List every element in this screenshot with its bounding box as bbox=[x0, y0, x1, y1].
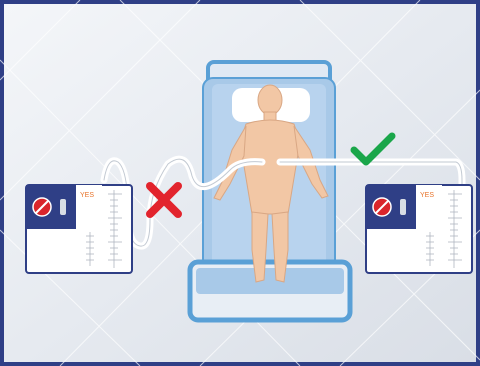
right-unit-indicator bbox=[400, 199, 406, 215]
left-drainage-unit: YES bbox=[26, 185, 132, 273]
patient-head bbox=[258, 85, 282, 115]
right-drainage-unit: YES bbox=[366, 185, 472, 273]
left-unit-status-text: YES bbox=[80, 192, 94, 199]
footboard-panel bbox=[196, 268, 344, 294]
right-unit-status-text: YES bbox=[420, 192, 434, 199]
left-unit-indicator bbox=[60, 199, 66, 215]
